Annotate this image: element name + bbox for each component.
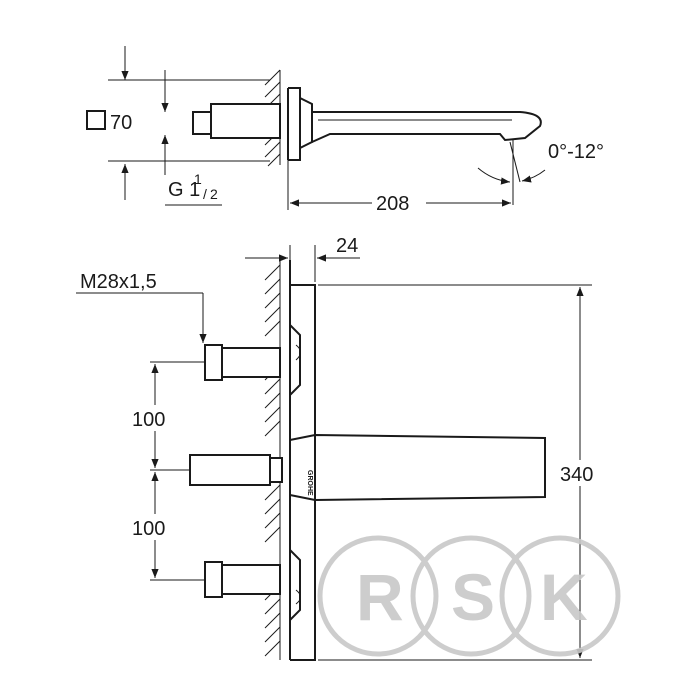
square-symbol-icon [86, 110, 106, 130]
watermark-letter-r: R [356, 560, 404, 634]
handle-lower-body [221, 564, 281, 595]
side-view: 70 G 1 1 / 2 208 0°-12° [86, 46, 604, 215]
square-size-label: 70 [110, 112, 132, 134]
brand-logo: GROHE [306, 470, 313, 496]
thread-g-label: G 1 [168, 179, 200, 201]
thread-handle-label: M28x1,5 [80, 271, 157, 293]
angle-arc-right [521, 169, 546, 183]
dim-100-lower-bg [128, 514, 184, 540]
spout-body-front [189, 454, 271, 486]
spout-base [299, 97, 313, 149]
angle-label: 0°-12° [548, 141, 604, 163]
watermark-letter-s: S [451, 560, 495, 634]
watermark-ring-k [499, 535, 621, 657]
thread-g-sub: 2 [210, 186, 218, 202]
spacing-upper-label: 100 [132, 409, 165, 431]
plate-offset-label: 24 [336, 235, 358, 257]
dim-208-bg [372, 190, 426, 214]
body-connector-top [192, 111, 212, 135]
handle-upper-body [221, 347, 281, 378]
watermark-ring-s [410, 535, 532, 657]
spout [311, 111, 542, 143]
thread-g-sup: 1 [194, 171, 202, 187]
dim-100-upper-bg [128, 405, 184, 431]
handle-upper-curve [295, 344, 301, 361]
body-housing-top [210, 103, 281, 139]
handle-lower-nut [204, 561, 223, 598]
handle-upper-lever [289, 324, 301, 396]
total-height-label: 340 [560, 464, 593, 486]
dim-340-bg [555, 460, 607, 486]
spout-angle-line [509, 141, 521, 183]
thread-g-slash: / [203, 186, 207, 202]
angle-arc-left [477, 167, 511, 185]
handle-lower-curve [295, 589, 301, 605]
wall-plate-top [287, 87, 301, 161]
wall-plate-front [289, 260, 316, 661]
spout-front [289, 433, 546, 502]
handle-lower-lever [289, 549, 301, 621]
rsk-watermark: R S K [317, 535, 621, 657]
spacing-lower-label: 100 [132, 518, 165, 540]
projection-label: 208 [376, 193, 409, 215]
front-view: GROHE 24 M28x1,5 100 100 [76, 235, 607, 661]
spout-connector-front [269, 457, 283, 483]
watermark-letter-k: K [540, 560, 588, 634]
handle-upper-nut [204, 344, 223, 381]
watermark-ring-r [317, 535, 439, 657]
